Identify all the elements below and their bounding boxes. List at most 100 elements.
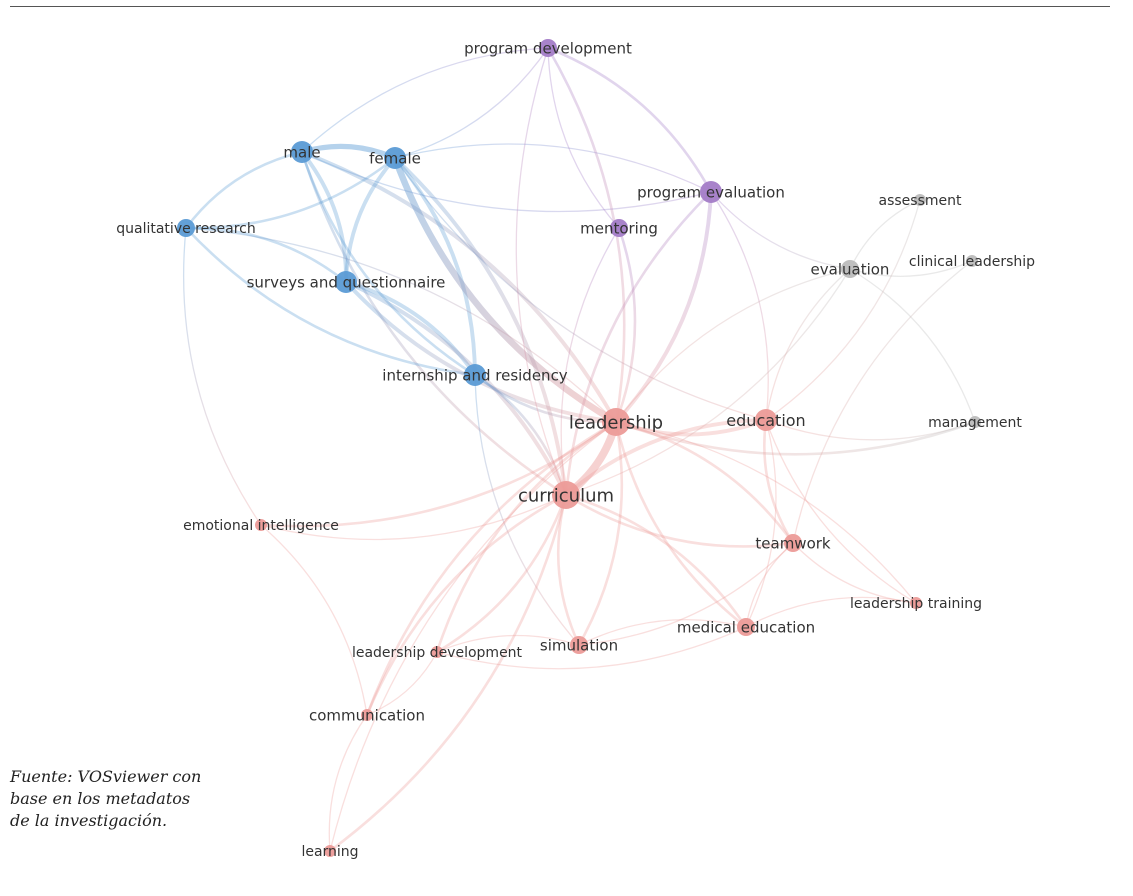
node-emotional-intelligence[interactable] (255, 519, 267, 531)
link-teamwork-medical-education (745, 542, 794, 628)
top-rule (10, 6, 1110, 7)
link-program-evaluation-evaluation (710, 191, 851, 270)
link-curriculum-education (564, 418, 768, 497)
link-female-education (394, 157, 767, 421)
network-links (183, 46, 977, 853)
link-female-internship-and-residency (393, 156, 477, 377)
link-leadership-leadership-training (615, 421, 917, 604)
label-medical-education: medical education (677, 618, 815, 636)
link-program-development-program-evaluation (546, 46, 713, 194)
source-caption: Fuente: VOSviewer con base en los metada… (10, 766, 240, 832)
node-assessment[interactable] (914, 194, 926, 206)
node-qualitative-research[interactable] (177, 219, 195, 237)
link-medical-education-simulation (578, 618, 747, 646)
link-curriculum-learning (328, 493, 568, 853)
link-curriculum-communication (365, 493, 568, 717)
label-leadership-training: leadership training (850, 596, 982, 612)
node-medical-education[interactable] (737, 618, 755, 636)
label-assessment: assessment (879, 193, 962, 209)
caption-line-3: de la investigación. (10, 811, 168, 830)
link-leadership-medical-education (614, 420, 748, 629)
node-learning[interactable] (324, 845, 336, 857)
link-education-medical-education (745, 419, 777, 628)
link-program-evaluation-curriculum (564, 190, 713, 497)
node-program-evaluation[interactable] (700, 181, 722, 203)
node-mentoring[interactable] (610, 219, 628, 237)
link-female-program-evaluation (394, 143, 712, 193)
node-surveys-and-questionnaire[interactable] (335, 271, 357, 293)
label-program-evaluation: program evaluation (637, 183, 785, 201)
link-female-leadership (391, 154, 620, 426)
node-leadership-development[interactable] (431, 646, 443, 658)
link-curriculum-evaluation (565, 268, 851, 496)
link-curriculum-medical-education (564, 493, 748, 629)
link-mentoring-curriculum (560, 227, 620, 496)
node-management[interactable] (969, 416, 981, 428)
link-internship-and-residency-simulation (474, 374, 580, 646)
link-medical-education-leadership-development (436, 626, 747, 670)
label-leadership-development: leadership development (352, 645, 523, 661)
link-male-program-evaluation (301, 151, 712, 213)
link-female-surveys-and-questionnaire (344, 156, 397, 284)
node-simulation[interactable] (570, 636, 588, 654)
link-leadership-emotional-intelligence (259, 420, 618, 528)
link-leadership-management (614, 420, 977, 456)
link-qualitative-research-internship-and-residency (184, 226, 477, 377)
link-teamwork-simulation (578, 542, 794, 646)
link-education-teamwork (763, 418, 795, 545)
link-leadership-teamwork (614, 420, 795, 545)
link-program-development-curriculum (515, 47, 567, 496)
link-program-development-mentoring (547, 47, 620, 229)
link-leadership-communication (365, 420, 618, 717)
node-communication[interactable] (361, 709, 373, 721)
link-female-program-development (394, 47, 549, 159)
label-surveys-and-questionnaire: surveys and questionnaire (247, 273, 446, 291)
label-qualitative-research: qualitative research (116, 221, 255, 237)
label-internship-and-residency: internship and residency (382, 366, 568, 384)
link-program-evaluation-education (710, 191, 769, 421)
caption-line-1: Fuente: VOSviewer con (10, 767, 202, 786)
node-evaluation[interactable] (841, 260, 859, 278)
link-leadership-training-teamwork (792, 542, 917, 604)
link-male-surveys-and-questionnaire (300, 150, 348, 284)
node-internship-and-residency[interactable] (464, 364, 486, 386)
network-nodes (177, 39, 981, 857)
link-simulation-leadership-development (436, 634, 580, 653)
node-female[interactable] (384, 147, 406, 169)
node-teamwork[interactable] (784, 534, 802, 552)
label-evaluation: evaluation (811, 260, 890, 278)
node-leadership[interactable] (602, 408, 630, 436)
node-clinical-leadership[interactable] (966, 255, 978, 267)
node-education[interactable] (755, 409, 777, 431)
link-curriculum-emotional-intelligence (260, 494, 567, 541)
link-leadership-development-communication (366, 651, 438, 716)
label-management: management (928, 415, 1022, 431)
link-leadership-evaluation (615, 268, 851, 423)
node-male[interactable] (291, 141, 313, 163)
label-leadership: leadership (569, 412, 663, 433)
link-mentoring-leadership (614, 226, 637, 424)
link-education-evaluation (765, 268, 851, 421)
label-male: male (283, 143, 320, 161)
link-communication-learning (328, 714, 368, 852)
link-curriculum-teamwork (564, 493, 795, 548)
link-education-leadership-training (765, 419, 917, 604)
caption-line-2: base en los metadatos (10, 789, 191, 808)
label-emotional-intelligence: emotional intelligence (183, 518, 339, 534)
link-evaluation-management (849, 268, 976, 423)
node-curriculum[interactable] (552, 481, 580, 509)
label-simulation: simulation (540, 636, 618, 654)
label-clinical-leadership: clinical leadership (909, 254, 1035, 270)
label-female: female (369, 149, 421, 167)
node-program-development[interactable] (539, 39, 557, 57)
link-male-program-development (301, 47, 549, 153)
label-mentoring: mentoring (580, 219, 658, 237)
link-qualitative-research-leadership (185, 227, 617, 423)
link-emotional-intelligence-communication (260, 524, 368, 716)
link-qualitative-research-surveys-and-questionnaire (184, 226, 348, 284)
node-leadership-training[interactable] (910, 597, 922, 609)
link-leadership-training-medical-education (745, 596, 917, 628)
link-curriculum-leadership-development (435, 493, 568, 654)
